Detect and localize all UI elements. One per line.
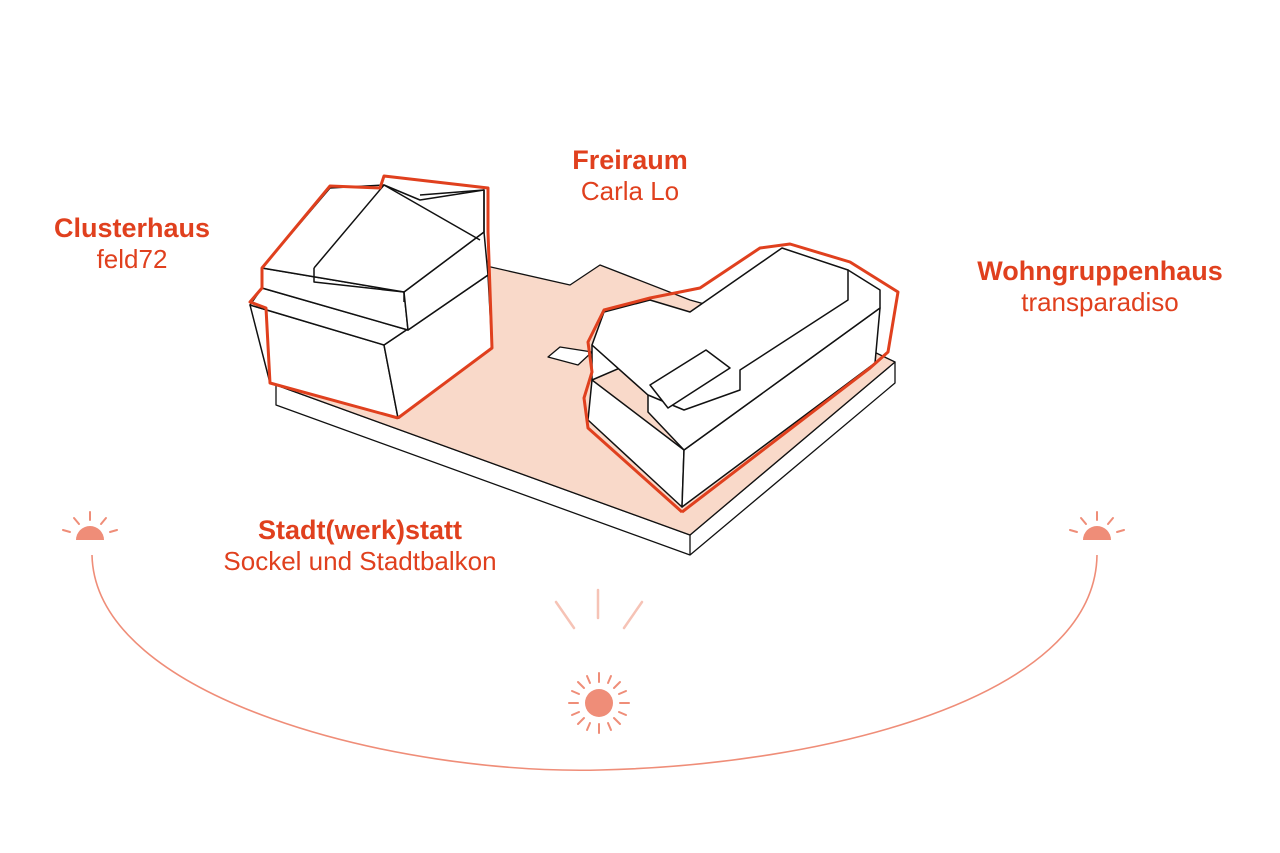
clusterhaus-subtitle: feld72 — [96, 244, 168, 275]
wohngruppenhaus-subtitle: transparadiso — [1021, 287, 1179, 318]
stadtwerkstatt-subtitle: Sockel und Stadtbalkon — [223, 546, 497, 577]
stadtwerkstatt-label: Stadt(werk)statt Sockel und Stadtbalkon — [180, 514, 540, 578]
sunrise-icon — [62, 511, 118, 540]
wohngruppenhaus-red-outline — [582, 242, 900, 514]
wohngruppenhaus-title: Wohngruppenhaus — [977, 256, 1223, 286]
wohngruppenhaus-skylight — [649, 349, 731, 409]
clusterhaus-roof-ridge-2 — [313, 184, 481, 269]
clusterhaus-red-outline — [248, 174, 494, 420]
sun-icon — [568, 672, 630, 734]
stadtwerkstatt-title: Stadt(werk)statt — [257, 515, 463, 545]
wohngruppenhaus-roof — [591, 247, 849, 411]
clusterhaus-label: Clusterhaus feld72 — [32, 212, 232, 276]
clusterhaus-building — [248, 174, 494, 420]
sun-path-arc — [91, 554, 1098, 772]
sunset-icon — [1069, 511, 1125, 540]
clusterhaus-dormer — [419, 189, 485, 232]
wohngruppenhaus-label: Wohngruppenhaus transparadiso — [950, 255, 1250, 319]
freiraum-subtitle: Carla Lo — [580, 176, 680, 207]
sun-rays-icon — [554, 588, 644, 630]
clusterhaus-title: Clusterhaus — [53, 213, 211, 243]
freiraum-title: Freiraum — [572, 145, 688, 175]
wohngruppenhaus-building — [582, 242, 900, 514]
freiraum-label: Freiraum Carla Lo — [530, 144, 730, 208]
clusterhaus-roof-ridge — [313, 268, 405, 302]
